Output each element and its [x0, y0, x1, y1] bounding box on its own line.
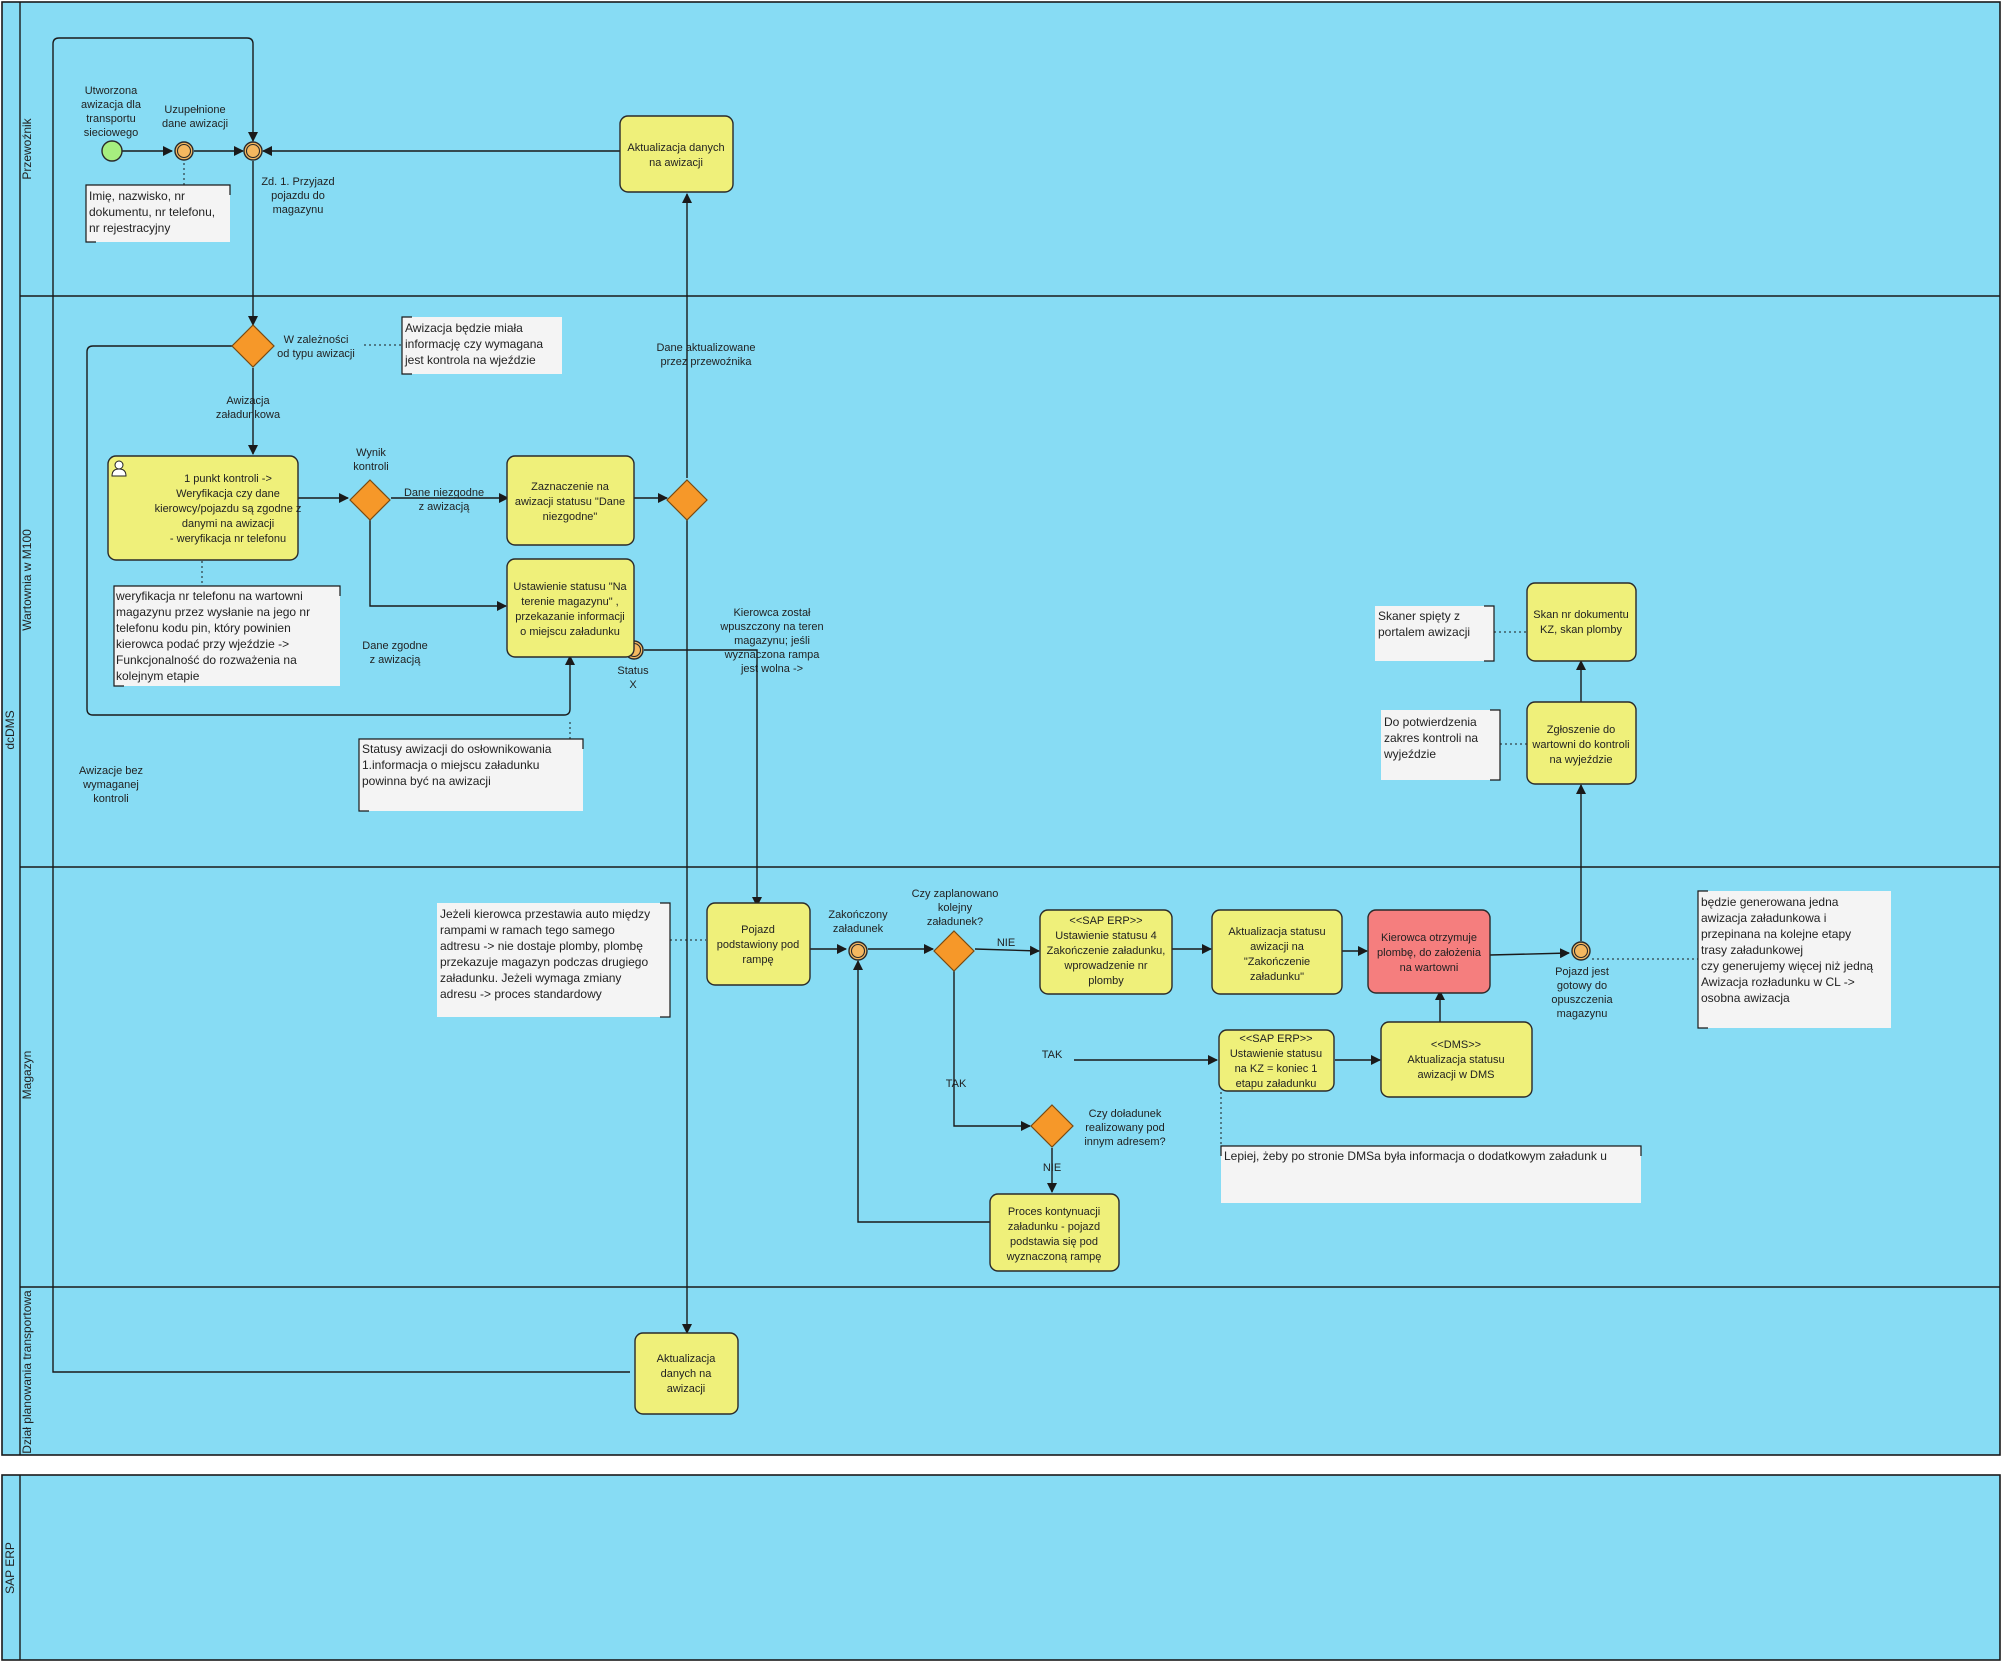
task-ustawienie-statusu[interactable]	[506, 558, 635, 658]
pool-title-dcdms: dcDMS	[3, 710, 17, 749]
task-aktualizacja-zakonczenie[interactable]	[1211, 909, 1343, 995]
task-skan-dokumentu[interactable]	[1526, 582, 1637, 662]
gateway-merge[interactable]	[666, 479, 708, 521]
pool-title-sap: SAP ERP	[3, 1542, 17, 1594]
task-proces-kontynuacji[interactable]	[989, 1193, 1120, 1272]
gateway-wynik-kontroli[interactable]	[349, 479, 391, 521]
label-tak1: TAK	[946, 1078, 967, 1090]
pool-sap-erp: SAP ERP	[1, 1474, 2001, 1661]
intermediate-event-pojazd-gotowy[interactable]	[1571, 941, 1591, 961]
task-zaznaczenie-statusu[interactable]	[506, 455, 635, 546]
gateway-doladunek[interactable]	[1030, 1104, 1074, 1148]
gateway-typ-awizacji[interactable]	[231, 324, 275, 368]
task-kierowca-plomba[interactable]	[1367, 909, 1491, 994]
note-text-lepiej: Lepiej, żeby po stronie DMSa była inform…	[1224, 1149, 1607, 1163]
lane-title-magazyn: Magazyn	[20, 1051, 34, 1100]
label-nie2: NIE	[1043, 1162, 1061, 1174]
intermediate-event-przyjazd[interactable]	[243, 141, 263, 161]
lane-title-dzial: Dział planowania transportowa	[20, 1290, 34, 1454]
note-przestawia	[437, 902, 671, 1018]
task-aktualizacja-dzial[interactable]	[634, 1332, 739, 1415]
task-aktualizacja-przewoznik[interactable]	[619, 115, 734, 193]
note-generowana	[1697, 890, 1891, 1029]
note-lepiej	[1220, 1145, 1642, 1203]
label-nie1: NIE	[997, 937, 1015, 949]
note-weryfikacja	[113, 585, 341, 687]
note-skaner	[1375, 605, 1495, 662]
lane-title-przewoznik: Przewoźnik	[20, 117, 34, 179]
note-imie	[85, 184, 231, 243]
associations	[183, 163, 1698, 1146]
task-dms-aktualizacja[interactable]	[1380, 1021, 1533, 1098]
user-task-icon	[111, 460, 127, 477]
note-potwierdzenia	[1381, 709, 1501, 781]
task-sap-kz[interactable]	[1218, 1029, 1335, 1092]
tasks	[107, 115, 1637, 1415]
intermediate-event-zakonczony[interactable]	[848, 941, 868, 961]
note-awizacja-info	[401, 316, 562, 375]
task-pojazd-podstawiony[interactable]	[706, 902, 811, 986]
task-punkt-kontroli[interactable]	[107, 455, 299, 561]
gateways	[231, 324, 1074, 1148]
sequence-flows	[52, 37, 1586, 1373]
task-sap-status4[interactable]	[1039, 909, 1173, 995]
note-statusy	[358, 738, 584, 812]
gateway-kolejny-zaladunek[interactable]	[933, 930, 975, 972]
label-tak2: TAK	[1042, 1049, 1063, 1061]
start-event[interactable]	[101, 140, 123, 162]
intermediate-event-uzupelnione[interactable]	[174, 141, 194, 161]
task-zgloszenie-kontroli[interactable]	[1526, 701, 1637, 785]
notes	[85, 184, 1891, 1203]
lane-title-wartownia: Wartownia w M100	[20, 529, 34, 631]
